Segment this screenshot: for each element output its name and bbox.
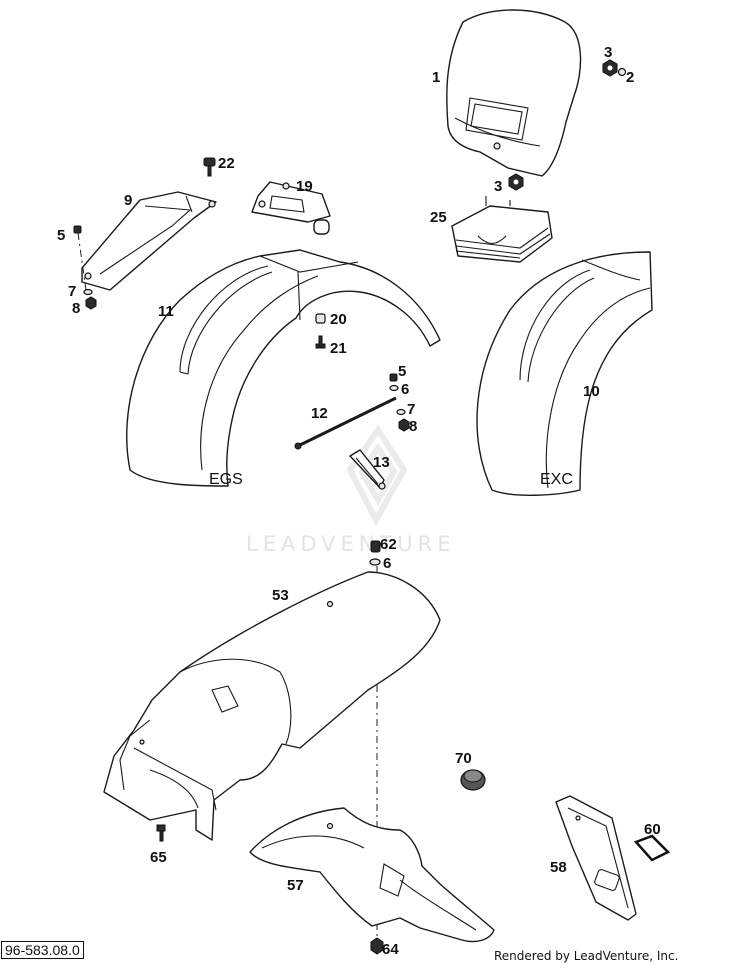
callout-3-top: 3: [604, 44, 612, 61]
callout-53: 53: [272, 587, 289, 604]
washer-7-right[interactable]: [396, 408, 406, 416]
callout-8-right: 8: [409, 418, 417, 435]
screw-64[interactable]: [370, 937, 384, 955]
callout-9: 9: [124, 192, 132, 209]
fender-support-9[interactable]: [81, 191, 217, 291]
front-fender-exc[interactable]: [476, 251, 653, 496]
callout-62: 62: [380, 536, 397, 553]
callout-65: 65: [150, 849, 167, 866]
washer-6-rear[interactable]: [369, 558, 381, 566]
rear-mudguard-57[interactable]: [249, 807, 495, 943]
nut-8-left[interactable]: [85, 296, 97, 310]
rivet-20[interactable]: [315, 313, 326, 324]
front-fender-egs[interactable]: [126, 249, 441, 487]
callout-5-left: 5: [57, 227, 65, 244]
diagram-code: 96-583.08.0: [1, 941, 84, 959]
plate-holder[interactable]: [451, 196, 553, 263]
render-credit: Rendered by LeadVenture, Inc.: [494, 949, 679, 963]
callout-1: 1: [432, 69, 440, 86]
callout-12: 12: [311, 405, 328, 422]
callout-6-right: 6: [401, 381, 409, 398]
callout-7-right: 7: [407, 401, 415, 418]
callout-60: 60: [644, 821, 661, 838]
caption-exc: EXC: [540, 471, 573, 488]
cable-clip-13[interactable]: [349, 449, 386, 490]
callout-6-rear: 6: [383, 555, 391, 572]
screw-62[interactable]: [370, 540, 381, 553]
callout-5-right: 5: [398, 363, 406, 380]
callout-3-mid: 3: [494, 178, 502, 195]
callout-8-left: 8: [72, 300, 80, 317]
callout-11: 11: [158, 303, 174, 320]
callout-19: 19: [296, 178, 313, 195]
screw-5-right[interactable]: [389, 373, 398, 382]
callout-7-left: 7: [68, 283, 76, 300]
washer-2[interactable]: [617, 67, 627, 77]
caption-egs: EGS: [209, 471, 243, 488]
callout-13: 13: [373, 454, 390, 471]
screw-22[interactable]: [203, 157, 216, 177]
bracket-19[interactable]: [251, 181, 331, 235]
nut-3-mid[interactable]: [508, 173, 524, 191]
washer-7-left[interactable]: [83, 288, 93, 296]
gasket-60[interactable]: [633, 834, 671, 862]
washer-6-right[interactable]: [389, 384, 399, 392]
callout-64: 64: [382, 941, 399, 958]
callout-58: 58: [550, 859, 567, 876]
callout-70: 70: [455, 750, 472, 767]
headlight-mask[interactable]: [446, 9, 582, 177]
callout-22: 22: [218, 155, 235, 172]
nut-8-right[interactable]: [398, 418, 410, 432]
callout-20: 20: [330, 311, 347, 328]
screw-65[interactable]: [156, 824, 166, 842]
nut-3-top[interactable]: [602, 59, 618, 77]
cover-plate-58[interactable]: [555, 795, 637, 921]
screw-21[interactable]: [315, 335, 326, 349]
callout-21: 21: [330, 340, 347, 357]
cap-70[interactable]: [460, 769, 486, 791]
stay-rod-12[interactable]: [294, 396, 397, 450]
watermark-text: LEADVENTURE: [246, 532, 456, 556]
callout-25: 25: [430, 209, 447, 226]
callout-2: 2: [626, 69, 634, 86]
callout-10: 10: [583, 383, 600, 400]
rear-fender-53[interactable]: [103, 571, 441, 841]
screw-5-left[interactable]: [73, 225, 87, 291]
callout-57: 57: [287, 877, 304, 894]
